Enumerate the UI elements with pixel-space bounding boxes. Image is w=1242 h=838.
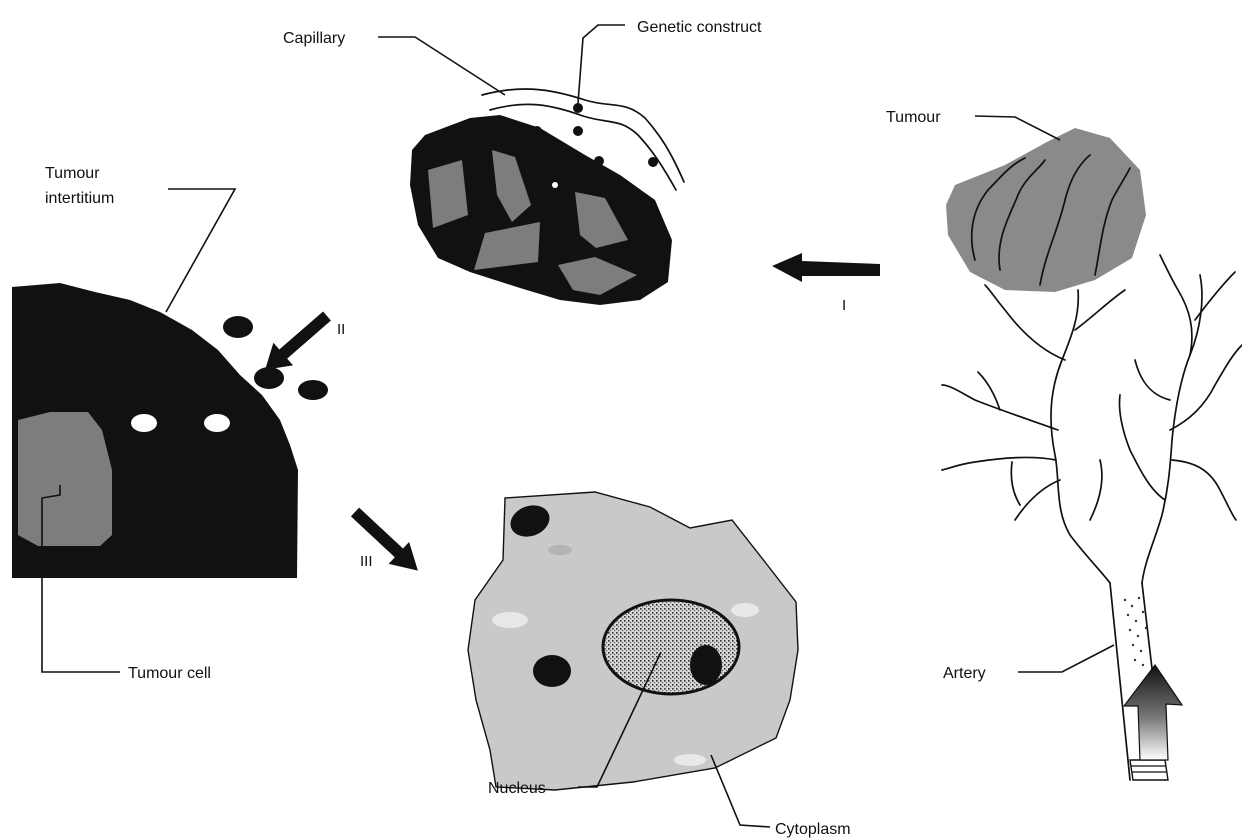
interstitium-construct (204, 414, 230, 432)
tumour-label: Tumour (886, 109, 941, 126)
free-construct (298, 380, 328, 400)
free-construct (223, 316, 253, 338)
tumour-interstitium-label-line1: Tumour (45, 165, 100, 182)
vessel-branch (1172, 460, 1236, 520)
vessel-branch (1075, 290, 1125, 330)
interstitium-leader (166, 189, 235, 312)
vessel-branch (1011, 462, 1020, 505)
infusion-arrow (1124, 665, 1182, 760)
vessel-branch (1160, 255, 1192, 355)
capillary-leader (378, 37, 505, 95)
artery-leader (1018, 645, 1114, 672)
capillary-section (410, 89, 684, 305)
step-1-label: I (842, 297, 846, 314)
catheter-tip (1130, 760, 1168, 780)
vessel-branch (1119, 395, 1165, 500)
interstitium-construct (131, 414, 157, 432)
genetic-construct-particle (532, 126, 542, 136)
tumour-leader (975, 116, 1060, 140)
genetic-construct-label: Genetic construct (637, 19, 762, 36)
genetic-construct-particle (573, 103, 583, 113)
capillary-label: Capillary (283, 30, 345, 47)
nucleus (603, 600, 739, 694)
genetic-construct-leader (578, 25, 625, 103)
vessel-branch (1135, 360, 1170, 400)
nucleus-label: Nucleus (488, 780, 546, 797)
artery-stippling (1124, 597, 1150, 666)
interstitium-section (12, 283, 328, 578)
extravasated-construct (552, 182, 558, 188)
genetic-construct-particle (573, 126, 583, 136)
genetic-construct-particle (594, 156, 604, 166)
cytoplasm-texture (731, 603, 759, 617)
tumour-vasculature (942, 128, 1242, 780)
nuclear-construct (690, 645, 722, 685)
cytoplasm-construct (533, 655, 571, 687)
artery-label: Artery (943, 665, 986, 682)
vessel-branch (1015, 480, 1060, 520)
tumour-cell-label: Tumour cell (128, 665, 211, 682)
vessel-branch (978, 372, 1000, 410)
cytoplasm-label: Cytoplasm (775, 821, 851, 838)
free-construct (254, 367, 284, 389)
cytoplasm-texture (548, 545, 572, 555)
target-cell (468, 492, 798, 790)
vessel-branch (985, 285, 1065, 360)
vessel-branch (1090, 460, 1102, 520)
tumour-cell-body (18, 412, 112, 546)
step-3-label: III (360, 553, 373, 570)
tumour-interstitium-label-line2: intertitium (45, 190, 114, 207)
genetic-construct-particle (648, 157, 658, 167)
cytoplasm-texture (674, 754, 706, 766)
step-2-label: II (337, 321, 345, 338)
step-arrow-3 (345, 501, 428, 582)
artery-wall (1110, 583, 1130, 780)
step-arrow-1 (772, 253, 880, 282)
artery-wall (1051, 290, 1110, 583)
cytoplasm-texture (492, 612, 528, 628)
vessel-branch (942, 457, 1056, 470)
